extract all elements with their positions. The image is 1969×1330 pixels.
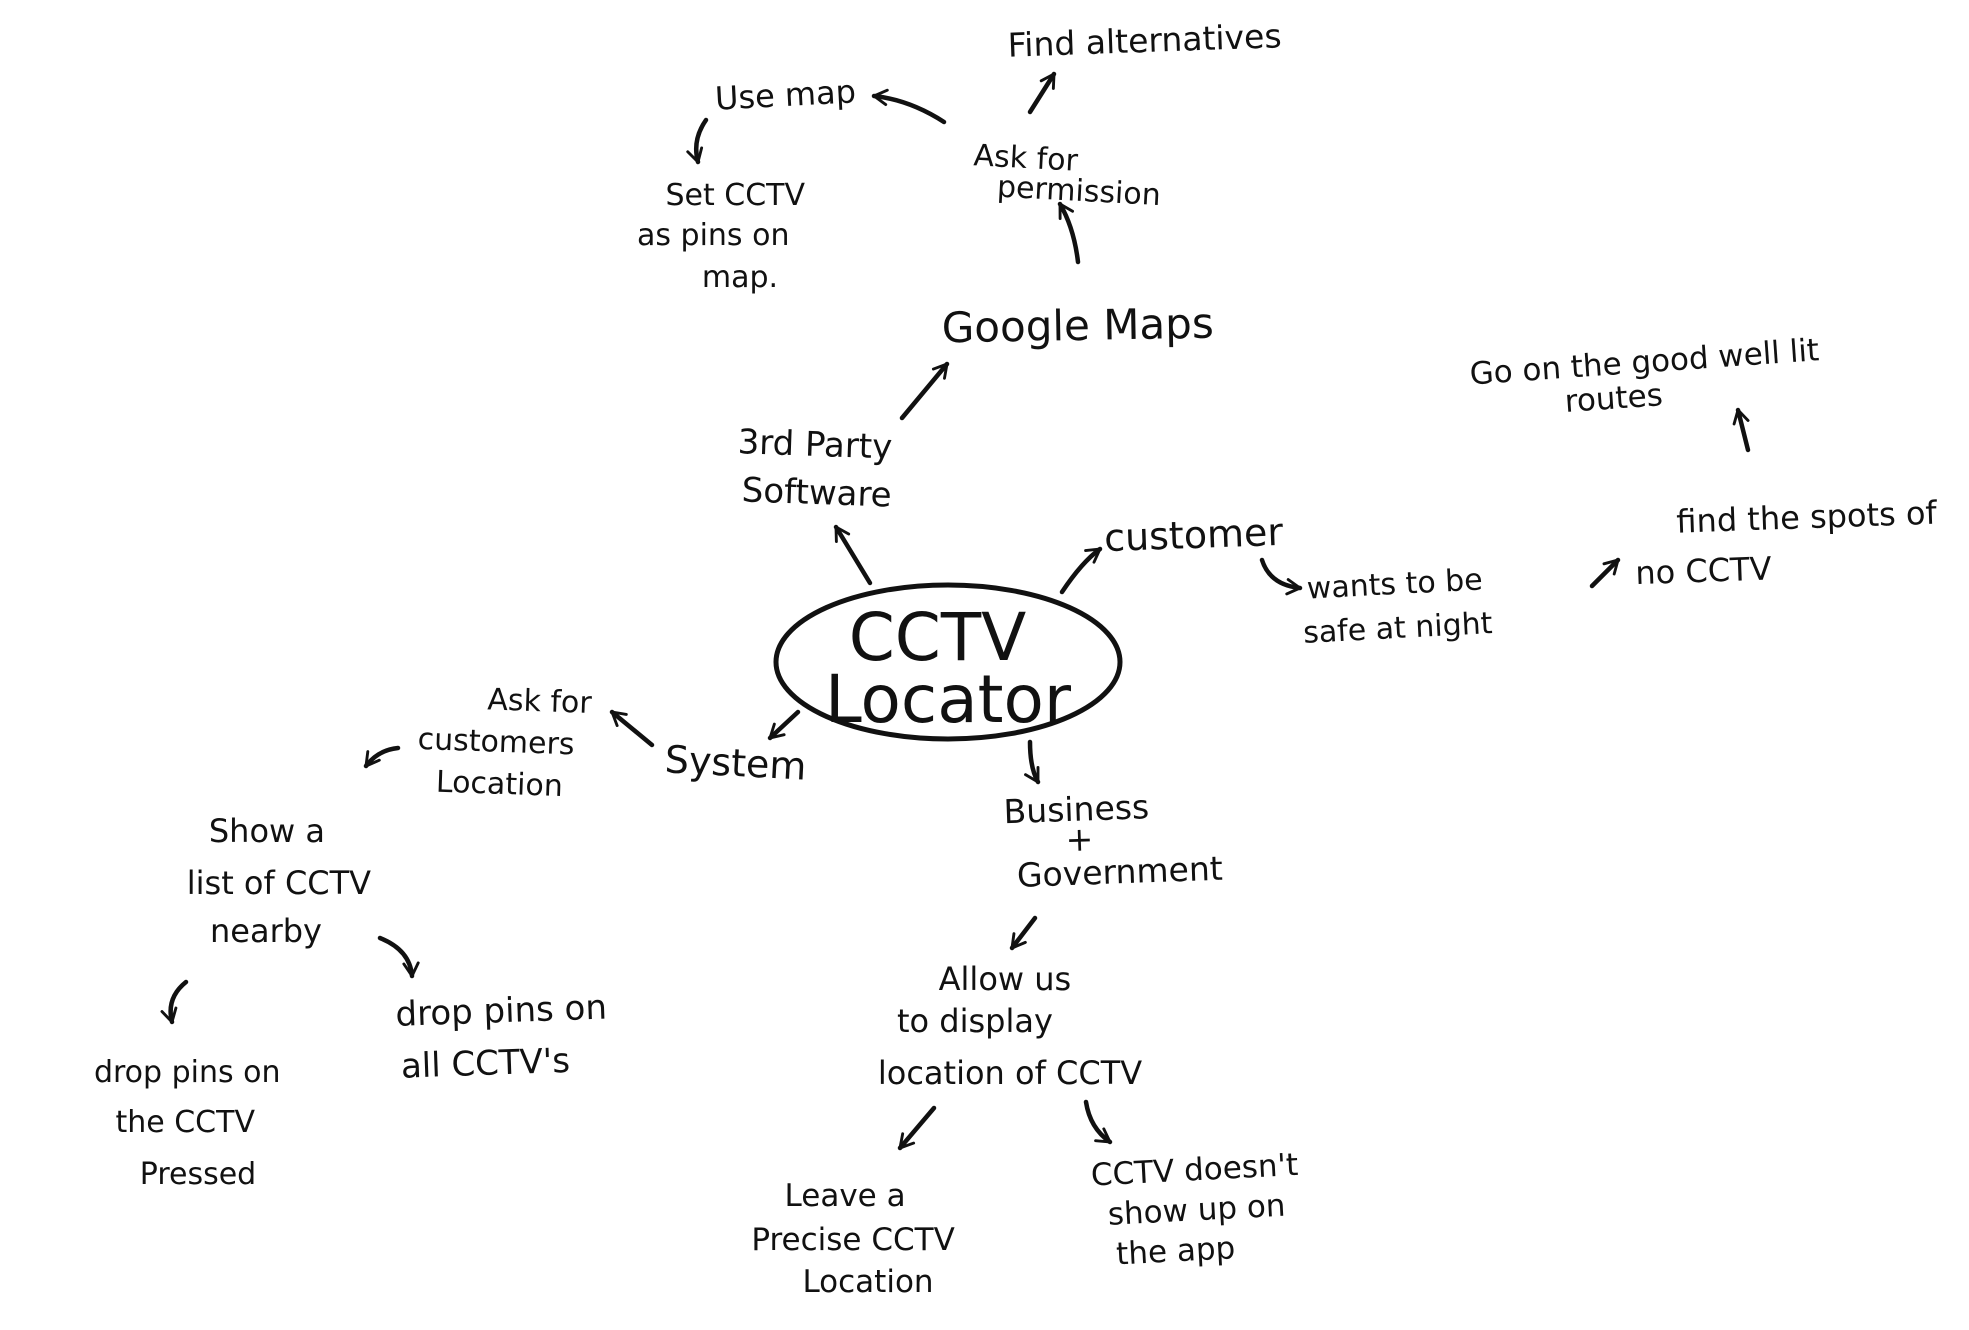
arrow-to-drop-pressed [160,979,189,1025]
cctv-doesnt-line-2: show up on [1107,1188,1286,1233]
arrow-to-wants-safe [1259,557,1303,596]
arrow-to-find-spots [1589,557,1621,589]
node-use-map: Use map [714,72,857,117]
ask-permission-line-1: Ask for [973,138,1080,178]
wants-safe-line-2: safe at night [1302,606,1493,651]
show-list-line-2: list of CCTV [187,864,371,902]
allow-us-line-1: Allow us [939,960,1072,998]
customer-line-1: customer [1103,510,1284,560]
node-drop-all: drop pins on all CCTV's [395,987,620,1087]
find-spots-line-1: find the spots of [1676,494,1938,541]
arrow-to-find-alternatives [1027,71,1057,115]
arrow-to-set-cctv [686,117,709,165]
cctv-doesnt-line-3: the app [1115,1230,1236,1272]
arrow-to-ask-location [609,709,655,748]
arrow-to-leave-precise [897,1105,937,1151]
node-ask-location: Ask for customers Location [416,680,602,805]
node-system: System [664,737,808,788]
find-spots-line-2: no CCTV [1635,549,1773,592]
center-line-2: Locator [825,661,1072,738]
center-node: CCTV Locator [773,582,1123,742]
leave-precise-line-2: Precise CCTV [751,1222,954,1258]
set-cctv-line-2: as pins on [637,218,789,253]
arrow-to-ask-permission [1057,201,1081,265]
node-google-maps: Google Maps [941,299,1214,353]
arrow-to-drop-all [377,935,420,979]
arrow-to-allow-us [1009,915,1038,951]
node-set-cctv: Set CCTV as pins on map. [637,178,815,295]
node-drop-pressed: drop pins on the CCTV Pressed [94,1055,290,1192]
google-maps-line-1: Google Maps [941,299,1214,353]
node-cctv-doesnt: CCTV doesn't show up on the app [1090,1146,1313,1273]
center-label: CCTV Locator [825,599,1072,738]
business-line-2: + [1065,819,1094,859]
node-find-alternatives: Find alternatives [1007,16,1282,65]
business-line-1: Business [1003,787,1150,831]
node-wants-safe: wants to be safe at night [1300,562,1495,651]
arrow-to-show-list [363,745,401,769]
ask-permission-line-2: permission [996,170,1161,214]
set-cctv-line-3: map. [702,260,778,295]
node-ask-permission: Ask for permission [971,138,1163,213]
arrow-to-customer [1059,546,1103,595]
system-line-1: System [664,737,808,788]
allow-us-line-2: to display [897,1002,1053,1040]
node-find-spots: find the spots of no CCTV [1633,493,1949,592]
set-cctv-line-1: Set CCTV [665,178,805,213]
leave-precise-line-1: Leave a [785,1178,906,1214]
leave-precise-line-3: Location [802,1264,933,1300]
arrow-to-system [767,709,801,741]
arrow-to-use-map [871,88,947,125]
arrow-to-google-maps [899,361,950,421]
drop-all-line-1: drop pins on [395,988,608,1035]
arrow-to-business [1024,739,1041,785]
center-ellipse [773,582,1123,742]
use-map-line-1: Use map [714,72,857,117]
arrow-to-go-good [1732,407,1751,453]
allow-us-line-3: location of CCTV [878,1054,1142,1092]
node-go-good: Go on the good well lit routes [1469,332,1833,427]
ask-location-line-1: Ask for [487,682,593,721]
go-good-line-2: routes [1564,377,1664,420]
arrow-to-cctv-doesnt [1083,1099,1113,1145]
node-show-list: Show a list of CCTV nearby [187,812,381,950]
ask-location-line-3: Location [435,765,563,804]
wants-safe-line-1: wants to be [1306,562,1484,606]
node-third-party: 3rd Party Software [735,422,903,516]
cctv-doesnt-line-1: CCTV doesn't [1090,1147,1299,1194]
drop-pressed-line-3: Pressed [140,1157,256,1192]
drop-all-line-2: all CCTV's [400,1041,570,1087]
business-line-3: Government [1016,849,1223,895]
drop-pressed-line-2: the CCTV [115,1105,255,1140]
connectors [160,71,1751,1151]
find-alternatives-line-1: Find alternatives [1007,16,1282,65]
center-line-1: CCTV [849,599,1027,676]
ask-location-line-2: customers [417,722,575,762]
show-list-line-1: Show a [209,812,325,850]
node-customer: customer [1103,510,1284,560]
node-allow-us: Allow us to display location of CCTV [878,960,1142,1092]
node-leave-precise: Leave a Precise CCTV Location [751,1178,964,1300]
drop-pressed-line-1: drop pins on [94,1055,281,1090]
third-party-line-2: Software [741,470,892,515]
arrow-to-third-party [833,524,873,586]
show-list-line-3: nearby [210,912,322,950]
third-party-line-1: 3rd Party [737,422,893,467]
node-business: Business + Government [1003,785,1223,896]
